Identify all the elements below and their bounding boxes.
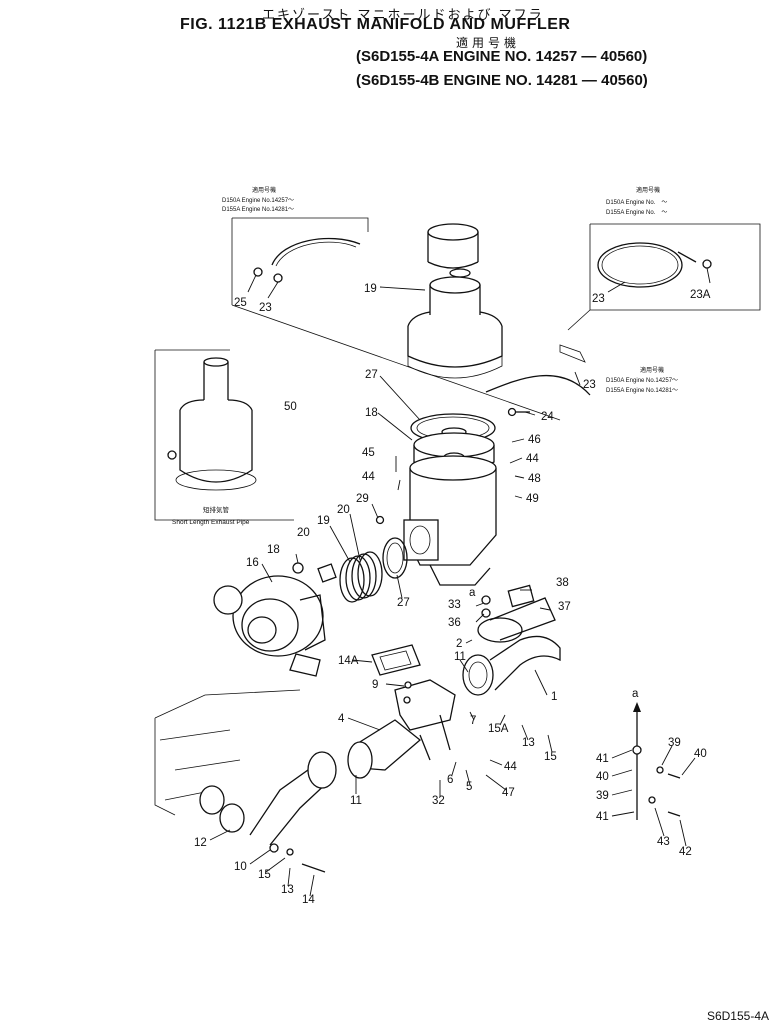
callout-5: 5 <box>466 781 472 793</box>
exhaust-pipe <box>231 223 591 421</box>
bolt-head <box>273 273 283 283</box>
callout-14: 14 <box>302 894 315 906</box>
callout-42: 42 <box>679 846 692 858</box>
callout-40: 40 <box>694 748 707 760</box>
nut <box>253 267 263 277</box>
inset-right-band-jp: 適用号機 <box>640 366 664 374</box>
callout-13-left: 13 <box>281 884 294 896</box>
applicability-line-2: (S6D155-4B ENGINE NO. 14281 — 40560) <box>356 72 648 89</box>
callout-16: 16 <box>246 557 259 569</box>
clamp-band <box>597 242 683 288</box>
part-callouts: 19 25 23 23 23A 23 24 27 18 50 46 44 48 … <box>194 283 711 906</box>
callout-4: 4 <box>338 713 345 725</box>
inset-upper-right-line-1: D150A Engine No. ～ <box>606 200 667 206</box>
callout-46: 46 <box>528 434 541 446</box>
callout-20-b: 20 <box>297 527 310 539</box>
callout-9: 9 <box>372 679 378 691</box>
callout-11-right: 11 <box>454 651 466 663</box>
callout-45: 45 <box>362 447 375 459</box>
short-pipe-jp: 短排気管 <box>203 505 230 514</box>
inset-right-band-line-2: D155A Engine No.14281～ <box>606 388 678 394</box>
japanese-applicable-label: 適用号機 <box>456 36 521 50</box>
inset-upper-left-line-2: D155A Engine No.14281～ <box>222 207 294 213</box>
inset-upper-right-line-2: D155A Engine No. ～ <box>606 210 667 216</box>
callout-49: 49 <box>526 493 539 505</box>
marker-a-detail: a <box>632 688 639 700</box>
inset-right-band: 適用号機 D150A Engine No.14257～ D155A Engine… <box>485 344 678 417</box>
callout-21: 18 <box>365 407 378 419</box>
callout-44-a: 44 <box>526 453 539 465</box>
inset-right-band-line-1: D150A Engine No.14257～ <box>606 378 678 384</box>
callout-23-band: 23 <box>583 379 596 391</box>
callout-27: 27 <box>397 597 410 609</box>
turbocharger <box>213 562 326 677</box>
callout-37: 40 <box>596 771 609 783</box>
inset-upper-left-line-1: D150A Engine No.14257～ <box>222 198 294 204</box>
callout-25: 25 <box>234 297 247 309</box>
callout-2: 2 <box>456 638 462 650</box>
callout-20-a: 20 <box>337 504 350 516</box>
callout-1: 1 <box>551 691 557 703</box>
applicability-line-1: (S6D155-4A ENGINE NO. 14257 — 40560) <box>356 48 648 65</box>
callout-23-right: 23 <box>592 293 605 305</box>
callout-26: 27 <box>365 369 378 381</box>
inset-upper-left: 適用号機 D150A Engine No.14257～ D155A Engine… <box>222 186 369 305</box>
callout-14A: 15 <box>544 751 557 763</box>
callout-35: 38 <box>556 577 569 589</box>
clamp-ring-half <box>271 237 361 266</box>
marker-a: a <box>469 587 476 599</box>
japanese-title: エキゾースト マニホールドおよび マフラ <box>262 8 544 23</box>
callout-43: 43 <box>657 836 670 848</box>
clamp-band-lower <box>485 374 591 396</box>
exhaust-manifold <box>347 644 456 779</box>
callout-23: 23 <box>259 302 272 314</box>
inset-short-pipe: 短排気管 Short Length Exhaust Pipe <box>154 349 294 526</box>
callout-44-c: 44 <box>504 761 517 773</box>
short-pipe-caption: Short Length Exhaust Pipe <box>172 519 250 526</box>
callout-38: 41 <box>596 753 609 765</box>
callout-44-b: 44 <box>362 471 375 483</box>
figure-title: FIG. 1121B EXHAUST MANIFOLD AND MUFFLER <box>180 16 571 33</box>
footer-code: S6D155-4A <box>706 1009 769 1023</box>
callout-6: 6 <box>447 774 453 786</box>
callout-12: 12 <box>194 837 207 849</box>
muffler-body <box>403 413 497 586</box>
callout-48: 48 <box>528 473 541 485</box>
callout-22: 19 <box>364 283 377 295</box>
callout-15: 15 <box>258 869 271 881</box>
callout-31: 32 <box>432 795 445 807</box>
elbow-pipe <box>462 584 561 696</box>
callout-24: 24 <box>541 411 554 423</box>
inset-upper-left-jp: 適用号機 <box>252 186 276 194</box>
callout-15A: 15A <box>488 723 509 735</box>
callout-32: 33 <box>448 599 461 611</box>
callout-34: 37 <box>558 601 571 613</box>
callout-13-right: 13 <box>522 737 535 749</box>
callout-50: 50 <box>284 401 297 413</box>
callout-23A: 23A <box>690 289 711 301</box>
callout-29: 29 <box>356 493 369 505</box>
callout-11-left: 11 <box>350 795 362 807</box>
callout-19: 19 <box>317 515 330 527</box>
bellows-joint <box>317 515 408 603</box>
callout-47: 47 <box>502 787 515 799</box>
inset-upper-right-jp: 適用号機 <box>636 186 660 194</box>
stud-assembly <box>632 702 681 820</box>
callout-18: 18 <box>267 544 280 556</box>
callout-33: 36 <box>448 617 461 629</box>
callout-41: 41 <box>596 811 609 823</box>
manifold-lower-left <box>154 689 337 873</box>
callout-10: 10 <box>234 861 247 873</box>
callout-36: 39 <box>596 790 609 802</box>
callout-7: 7 <box>470 715 476 727</box>
nut <box>702 259 712 269</box>
leader-lines <box>209 267 711 897</box>
callout-17: 14A <box>338 655 359 667</box>
callout-39: 39 <box>668 737 681 749</box>
inset-upper-right: 適用号機 D150A Engine No. ～ D155A Engine No.… <box>589 186 761 311</box>
